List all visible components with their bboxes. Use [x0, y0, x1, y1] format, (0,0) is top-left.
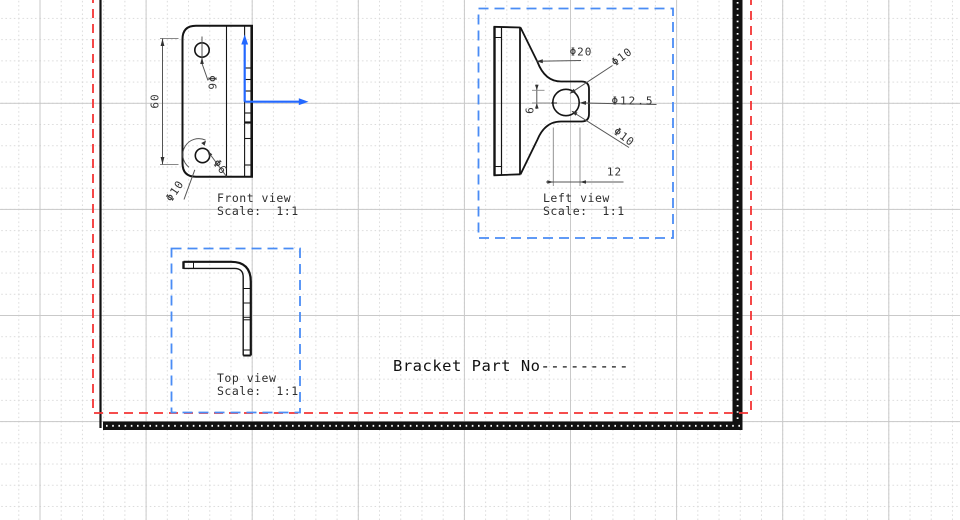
left-dimension-arrows — [535, 59, 586, 184]
y-axis-arrow — [241, 34, 249, 45]
page-frame — [99, 0, 743, 430]
bore-circle — [551, 88, 580, 117]
left-dimension-lines — [532, 60, 657, 186]
selection-rect-left-view[interactable] — [477, 7, 674, 239]
front-dimension-arrows — [160, 38, 213, 165]
left-view-drawing[interactable] — [493, 25, 657, 187]
bar-edge-ticks — [243, 288, 251, 351]
page-shadow-right — [732, 0, 743, 430]
selection-rect-top-view[interactable] — [170, 247, 301, 414]
view-axes — [241, 34, 309, 106]
x-axis-arrow — [298, 98, 309, 106]
boss-outline — [561, 80, 590, 123]
front-view-drawing[interactable] — [160, 24, 309, 200]
top-view-drawing[interactable] — [182, 260, 252, 357]
front-dimension-lines — [160, 36, 227, 200]
